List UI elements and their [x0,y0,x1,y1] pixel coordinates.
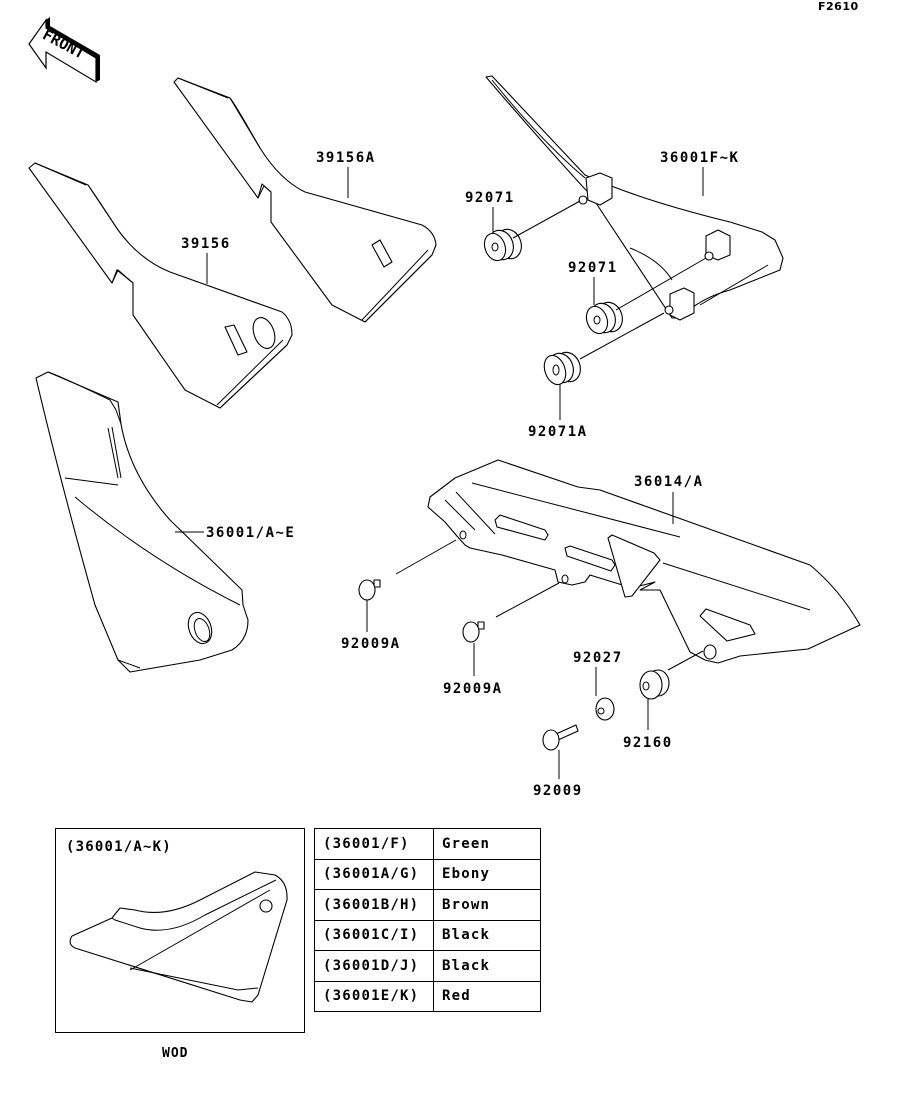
part-92009A-b [462,621,485,643]
color-code: (36001E/K) [314,980,434,1012]
color-name: Brown [433,889,541,921]
label-92009A-b: 92009A [443,681,503,697]
part-39156 [28,162,293,409]
part-92027 [595,697,615,721]
part-92160 [639,669,670,700]
table-row: (36001B/H) Brown [314,889,541,921]
part-92009 [542,724,579,751]
table-row: (36001D/J) Black [314,950,541,982]
label-92027: 92027 [573,650,623,666]
table-row: (36001/F) Green [314,828,541,860]
part-36001F-K [485,75,784,321]
label-92160: 92160 [623,735,673,751]
part-36014-A [427,459,861,664]
label-36001F-K: 36001F~K [660,150,739,166]
label-92009A-a: 92009A [341,636,401,652]
color-name: Black [433,950,541,982]
color-code: (36001/F) [314,828,434,860]
part-92009A-a [358,579,381,601]
color-name: Ebony [433,858,541,890]
part-36001-A-E [35,371,249,673]
part-92071-a [483,228,522,262]
color-code: (36001D/J) [314,950,434,982]
color-name: Red [433,980,541,1012]
front-arrow-icon: FRONT [28,17,100,84]
label-39156: 39156 [181,236,231,252]
part-92071A [543,351,581,386]
part-39156A [173,77,437,323]
color-name: Green [433,828,541,860]
inset-title: (36001/A~K) [66,839,172,855]
label-36014-A: 36014/A [634,474,704,490]
label-92009: 92009 [533,783,583,799]
color-code: (36001C/I) [314,919,434,951]
table-row: (36001A/G) Ebony [314,858,541,890]
inset-side-cover [69,871,288,1003]
label-92071A: 92071A [528,424,588,440]
table-row: (36001E/K) Red [314,980,541,1012]
inset-box: (36001/A~K) [55,828,305,1033]
part-92071-b [585,301,623,335]
color-code: (36001A/G) [314,858,434,890]
label-92071-a: 92071 [465,190,515,206]
table-row: (36001C/I) Black [314,919,541,951]
label-36001-A-E: 36001/A~E [206,525,295,541]
color-code: (36001B/H) [314,889,434,921]
color-name: Black [433,919,541,951]
label-39156A: 39156A [316,150,376,166]
figure-id: F2610 [818,0,859,13]
color-table: (36001/F) Green (36001A/G) Ebony (36001B… [314,828,541,1012]
inset-caption: WOD [162,1046,189,1061]
label-92071-b: 92071 [568,260,618,276]
